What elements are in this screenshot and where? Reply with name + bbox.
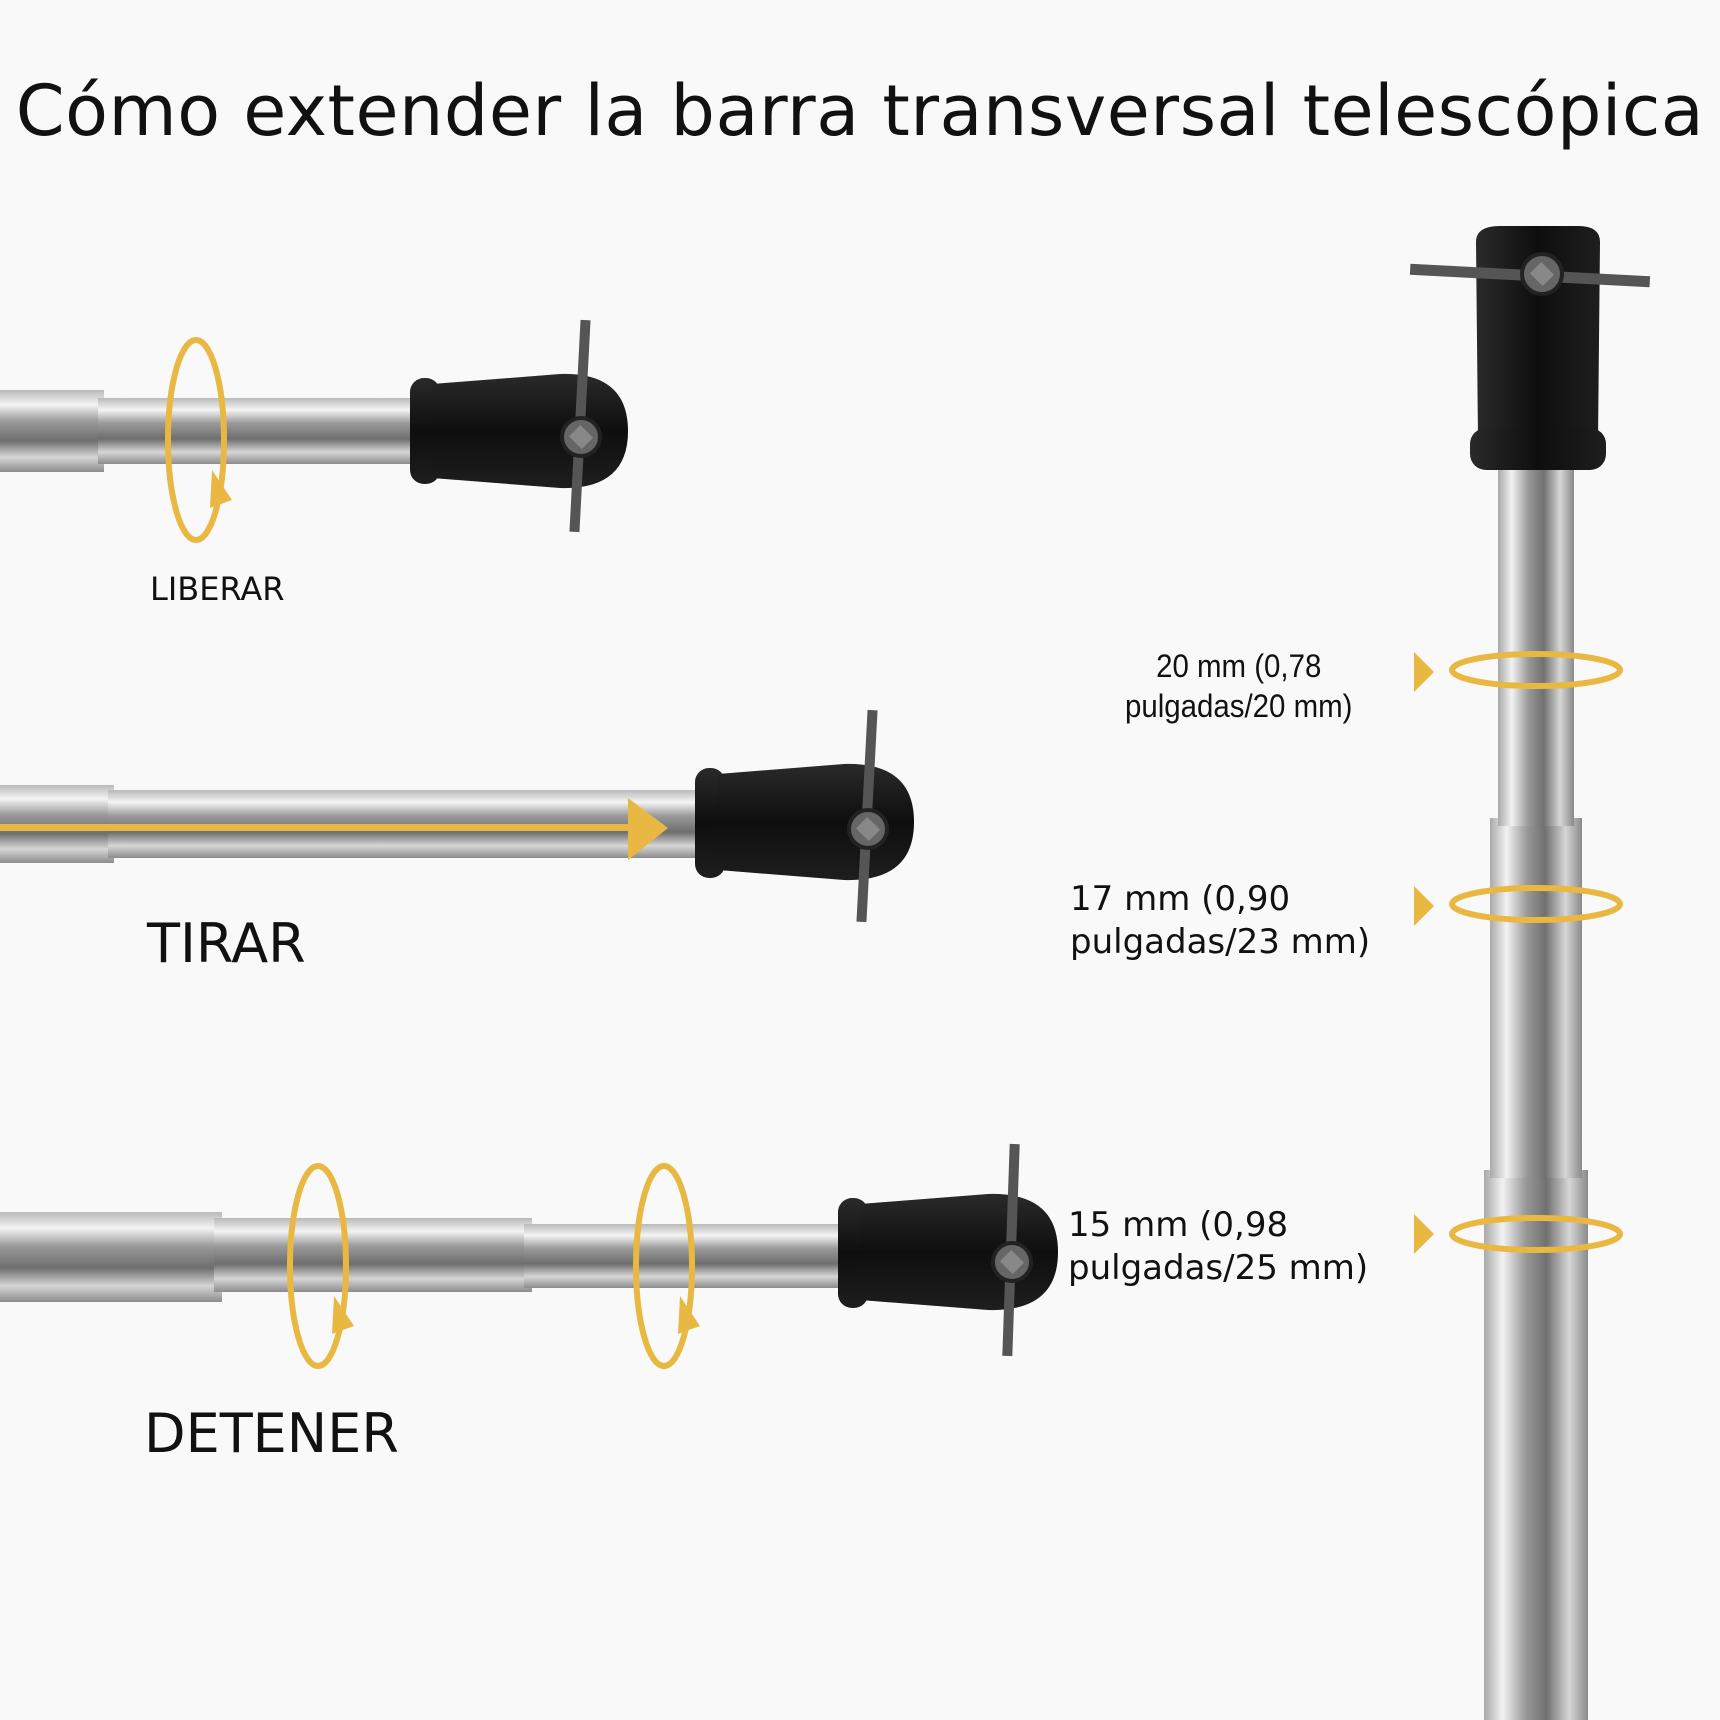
pull-arrow-icon	[0, 798, 668, 860]
spec-line: 17 mm (0,90	[1070, 879, 1291, 919]
page-title: Cómo extender la barra transversal teles…	[15, 70, 1705, 152]
measure-ring	[1449, 885, 1623, 923]
pointer-triangle-icon	[1414, 652, 1434, 692]
step-label-release: LIBERAR	[150, 570, 285, 608]
measure-ring	[1449, 1215, 1623, 1253]
spec-label-3: 15 mm (0,98 pulgadas/25 mm)	[1068, 1204, 1368, 1289]
spec-line: pulgadas/20 mm)	[1125, 688, 1353, 724]
measure-ring	[1449, 651, 1623, 689]
rod-pull	[0, 709, 914, 923]
end-cap	[1409, 226, 1651, 470]
rod-stop	[0, 1143, 1058, 1357]
spec-line: pulgadas/25 mm)	[1068, 1247, 1369, 1288]
spec-line: pulgadas/23 mm)	[1070, 921, 1371, 962]
step-label-stop: DETENER	[144, 1402, 399, 1465]
end-cap	[695, 709, 914, 923]
spec-line: 20 mm (0,78	[1156, 648, 1322, 684]
rod-extended-vertical	[1409, 226, 1651, 1720]
rod-release	[0, 319, 628, 533]
rotate-arrow-icon	[633, 1163, 700, 1369]
spec-label-1: 20 mm (0,78 pulgadas/20 mm)	[1125, 646, 1352, 726]
spec-label-2: 17 mm (0,90 pulgadas/23 mm)	[1070, 878, 1370, 963]
step-label-pull: TIRAR	[147, 912, 306, 975]
end-cap	[410, 319, 628, 533]
pointer-triangle-icon	[1414, 886, 1434, 926]
pointer-triangle-icon	[1414, 1214, 1434, 1254]
spec-line: 15 mm (0,98	[1068, 1205, 1289, 1245]
rotate-arrow-icon	[287, 1163, 354, 1369]
end-cap	[838, 1143, 1058, 1357]
rotate-arrow-icon	[165, 337, 232, 543]
